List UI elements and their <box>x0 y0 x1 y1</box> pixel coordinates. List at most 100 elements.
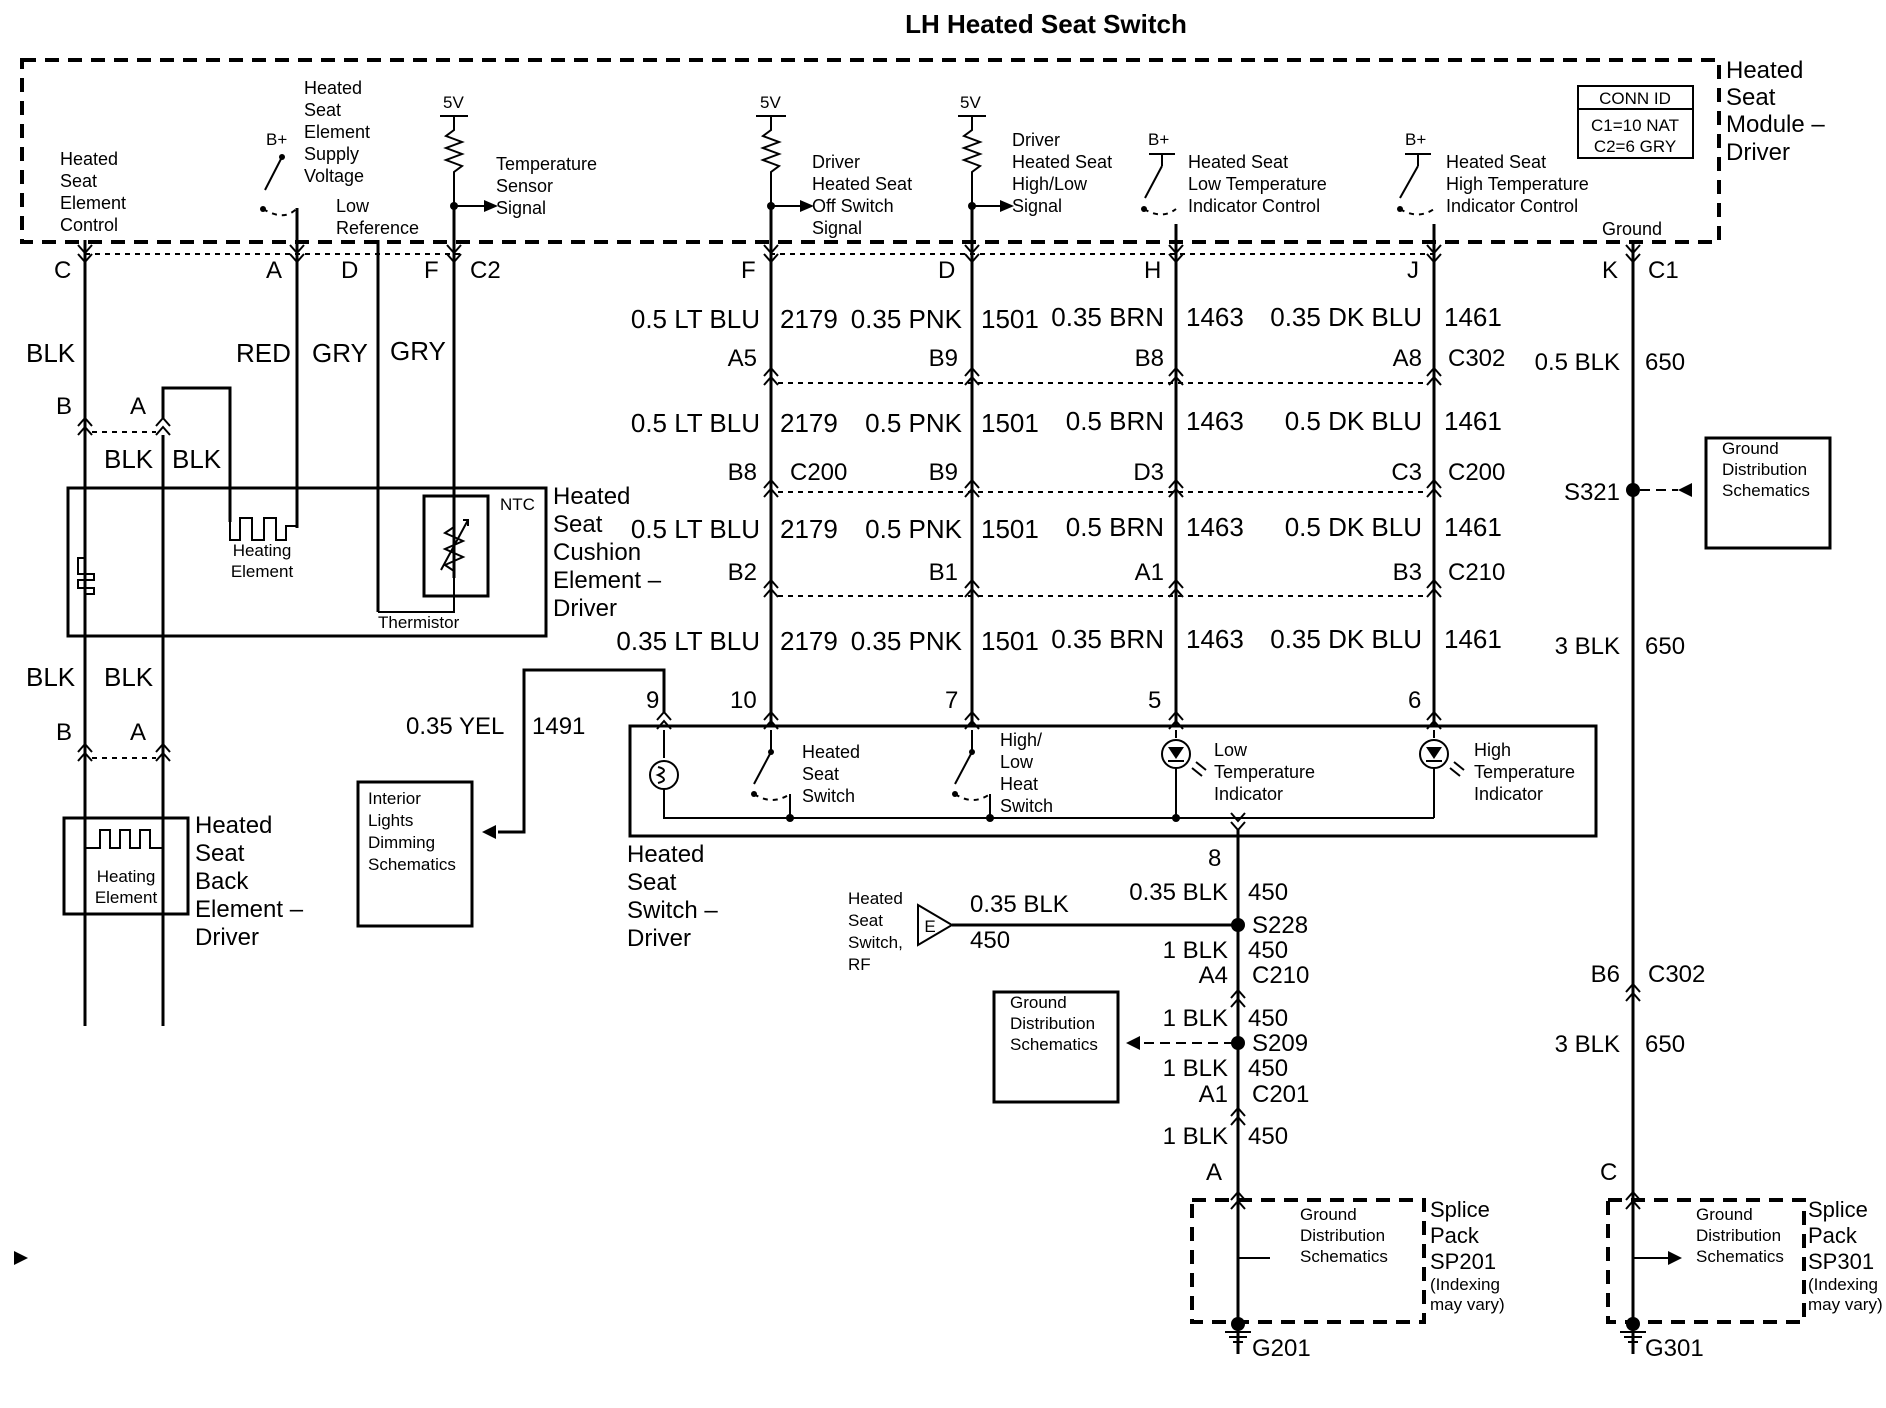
low-temp-indicator-led-icon <box>1161 730 1207 822</box>
interior-lights-dimming-label: Interior Lights Dimming Schematics <box>368 789 456 874</box>
svg-text:450: 450 <box>1248 879 1288 906</box>
svg-text:BLK: BLK <box>172 444 222 474</box>
svg-text:A8: A8 <box>1393 345 1422 372</box>
svg-text:Element: Element <box>95 888 158 907</box>
splice-s321 <box>1626 483 1640 497</box>
low-temp-indicator-label: Low Temperature Indicator <box>1214 740 1315 804</box>
bplus-switch-supply-symbol: B+ <box>260 130 298 217</box>
svg-text:High/: High/ <box>1000 730 1042 750</box>
svg-text:B2: B2 <box>728 559 757 586</box>
thermistor-label: Thermistor <box>378 613 460 632</box>
svg-text:Heated: Heated <box>553 483 630 510</box>
svg-text:0.5 DK BLU: 0.5 DK BLU <box>1285 406 1422 436</box>
svg-text:1 BLK: 1 BLK <box>1163 1055 1228 1082</box>
sp201-label: Splice Pack SP201 (Indexing may vary) <box>1430 1197 1505 1314</box>
svg-text:Switch: Switch <box>802 786 855 806</box>
svg-text:5V: 5V <box>760 93 781 112</box>
svg-text:BLK: BLK <box>26 338 76 368</box>
svg-text:D: D <box>341 257 358 284</box>
svg-text:Seat: Seat <box>553 511 603 538</box>
back-name: Heated Seat Back Element – Driver <box>195 812 304 951</box>
svg-text:1 BLK: 1 BLK <box>1163 1123 1228 1150</box>
svg-text:Seat: Seat <box>627 869 677 896</box>
connector-c200-cavities <box>763 479 1442 498</box>
rf-switch-marker <box>917 903 954 947</box>
svg-text:Schematics: Schematics <box>1696 1247 1784 1266</box>
svg-text:Indicator: Indicator <box>1214 784 1283 804</box>
svg-text:A: A <box>1206 1159 1222 1186</box>
svg-text:GRY: GRY <box>390 336 446 366</box>
svg-text:Pack: Pack <box>1808 1223 1858 1248</box>
svg-text:10: 10 <box>730 687 757 714</box>
switch-pin-labels: 9 10 7 5 6 8 <box>646 687 1421 872</box>
svg-text:Module –: Module – <box>1726 111 1825 138</box>
svg-text:Ground: Ground <box>1010 993 1067 1012</box>
svg-text:0.35 DK BLU: 0.35 DK BLU <box>1270 624 1422 654</box>
svg-text:D: D <box>938 257 955 284</box>
cushion-heating-element-symbol <box>229 517 297 541</box>
svg-text:Schematics: Schematics <box>1300 1247 1388 1266</box>
svg-text:6: 6 <box>1408 687 1421 714</box>
high-low-signal-label: Driver Heated Seat High/Low Signal <box>1012 130 1112 216</box>
svg-text:Heated: Heated <box>1726 57 1803 84</box>
diagram-title: LH Heated Seat Switch <box>905 9 1187 39</box>
svg-text:Heated: Heated <box>195 812 272 839</box>
svg-text:B: B <box>56 393 72 420</box>
svg-text:Driver: Driver <box>1726 139 1790 166</box>
svg-text:0.5 LT BLU: 0.5 LT BLU <box>631 514 760 544</box>
right-ground-labels: 0.5 BLK 650 S321 3 BLK 650 B6 C302 3 BLK… <box>1535 349 1706 1186</box>
svg-text:S209: S209 <box>1252 1030 1308 1057</box>
svg-text:Schematics: Schematics <box>1010 1035 1098 1054</box>
back-heating-element-label: Heating Element <box>95 867 158 907</box>
svg-text:Low: Low <box>1000 752 1034 772</box>
svg-text:C2=6 GRY: C2=6 GRY <box>1594 137 1676 156</box>
svg-text:1461: 1461 <box>1444 406 1502 436</box>
svg-text:3 BLK: 3 BLK <box>1555 633 1620 660</box>
svg-text:1463: 1463 <box>1186 302 1244 332</box>
svg-text:High/Low: High/Low <box>1012 174 1088 194</box>
svg-text:B1: B1 <box>929 559 958 586</box>
svg-text:A: A <box>130 393 146 420</box>
svg-text:450: 450 <box>1248 1123 1288 1150</box>
svg-text:0.5 BRN: 0.5 BRN <box>1066 512 1164 542</box>
cushion-heating-element-label: Heating Element <box>231 541 294 581</box>
svg-text:RF: RF <box>848 955 871 974</box>
connector-c210-pins: B2 B1 A1 B3 C210 <box>728 559 1506 586</box>
svg-text:8: 8 <box>1208 845 1221 872</box>
svg-text:1501: 1501 <box>981 514 1039 544</box>
svg-text:C210: C210 <box>1448 559 1505 586</box>
off-switch-signal-label: Driver Heated Seat Off Switch Signal <box>812 152 912 238</box>
svg-text:Ground: Ground <box>1300 1205 1357 1224</box>
svg-text:Heated Seat: Heated Seat <box>812 174 912 194</box>
svg-text:5V: 5V <box>960 93 981 112</box>
svg-text:Driver: Driver <box>812 152 860 172</box>
rf-switch-label: Heated Seat Switch, RF <box>848 889 903 974</box>
svg-text:BLK: BLK <box>104 662 154 692</box>
svg-text:Ground: Ground <box>1722 439 1779 458</box>
svg-text:0.5 PNK: 0.5 PNK <box>865 514 962 544</box>
svg-text:Element –: Element – <box>195 896 304 923</box>
svg-text:may vary): may vary) <box>1430 1295 1505 1314</box>
svg-text:Indicator: Indicator <box>1474 784 1543 804</box>
cushion-b-element-symbol <box>77 557 95 595</box>
ground-g301: G301 <box>1645 1335 1704 1362</box>
svg-text:A4: A4 <box>1199 962 1228 989</box>
svg-text:Low: Low <box>1214 740 1248 760</box>
svg-text:BLK: BLK <box>104 444 154 474</box>
svg-text:Splice: Splice <box>1808 1197 1868 1222</box>
rf-wire-label: 0.35 BLK <box>970 891 1069 918</box>
svg-text:1 BLK: 1 BLK <box>1163 1005 1228 1032</box>
svg-text:Pack: Pack <box>1430 1223 1480 1248</box>
svg-text:Supply: Supply <box>304 144 359 164</box>
svg-text:450: 450 <box>1248 1005 1288 1032</box>
svg-text:1501: 1501 <box>981 626 1039 656</box>
bplus-switch-low-indicator-symbol: B+ <box>1141 130 1177 216</box>
svg-text:High Temperature: High Temperature <box>1446 174 1589 194</box>
connector-c302-cavities <box>763 367 1442 386</box>
svg-text:650: 650 <box>1645 1031 1685 1058</box>
svg-text:SP201: SP201 <box>1430 1249 1496 1274</box>
svg-text:5: 5 <box>1148 687 1161 714</box>
svg-text:Switch: Switch <box>1000 796 1053 816</box>
svg-text:B+: B+ <box>266 130 287 149</box>
switch-block-name: Heated Seat Switch – Driver <box>627 841 718 952</box>
